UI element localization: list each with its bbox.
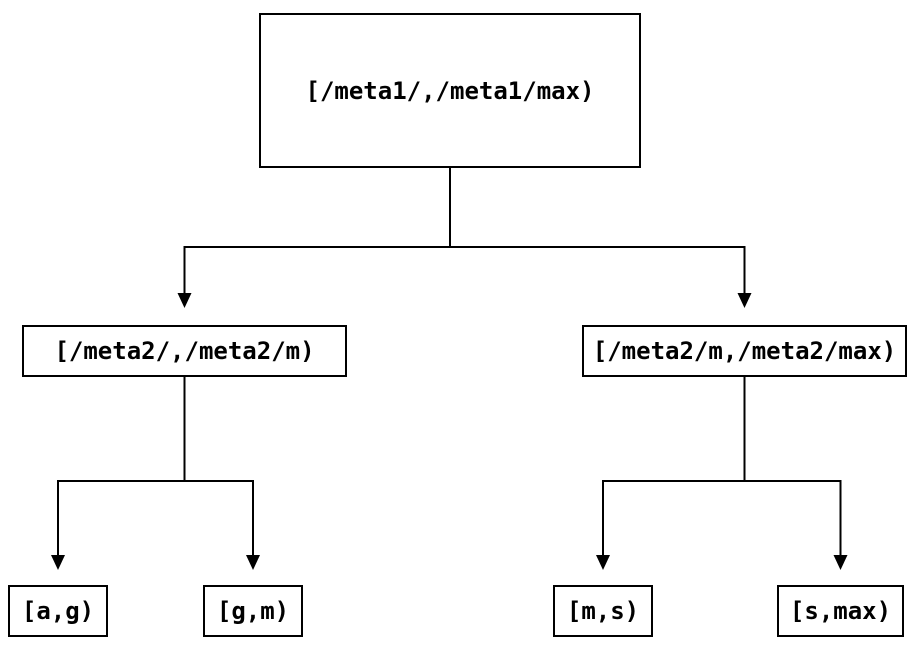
- node-root-meta1-range: [/meta1/,/meta1/max): [259, 13, 641, 168]
- arrow-down-icon: [833, 555, 848, 570]
- arrow-down-icon: [596, 555, 610, 570]
- edge-right-node-to-leaves: [596, 377, 848, 570]
- node-meta2-high-range: [/meta2/m,/meta2/max): [582, 325, 907, 377]
- arrow-down-icon: [51, 555, 65, 570]
- arrow-down-icon: [177, 293, 192, 308]
- node-label: [/meta1/,/meta1/max): [305, 76, 595, 105]
- node-meta2-low-range: [/meta2/,/meta2/m): [22, 325, 347, 377]
- node-label: [s,max): [789, 597, 892, 625]
- arrow-down-icon: [246, 555, 260, 570]
- node-leaf-a-g: [a,g): [8, 585, 108, 637]
- node-leaf-m-s: [m,s): [553, 585, 653, 637]
- node-label: [a,g): [21, 597, 95, 625]
- arrow-down-icon: [737, 293, 752, 308]
- node-label: [/meta2/m,/meta2/max): [592, 337, 897, 365]
- node-leaf-g-m: [g,m): [203, 585, 303, 637]
- edge-root-to-children: [177, 168, 752, 308]
- node-label: [g,m): [216, 597, 290, 625]
- node-label: [/meta2/,/meta2/m): [54, 337, 315, 365]
- node-leaf-s-max: [s,max): [777, 585, 904, 637]
- edge-left-node-to-leaves: [51, 377, 260, 570]
- node-label: [m,s): [566, 597, 640, 625]
